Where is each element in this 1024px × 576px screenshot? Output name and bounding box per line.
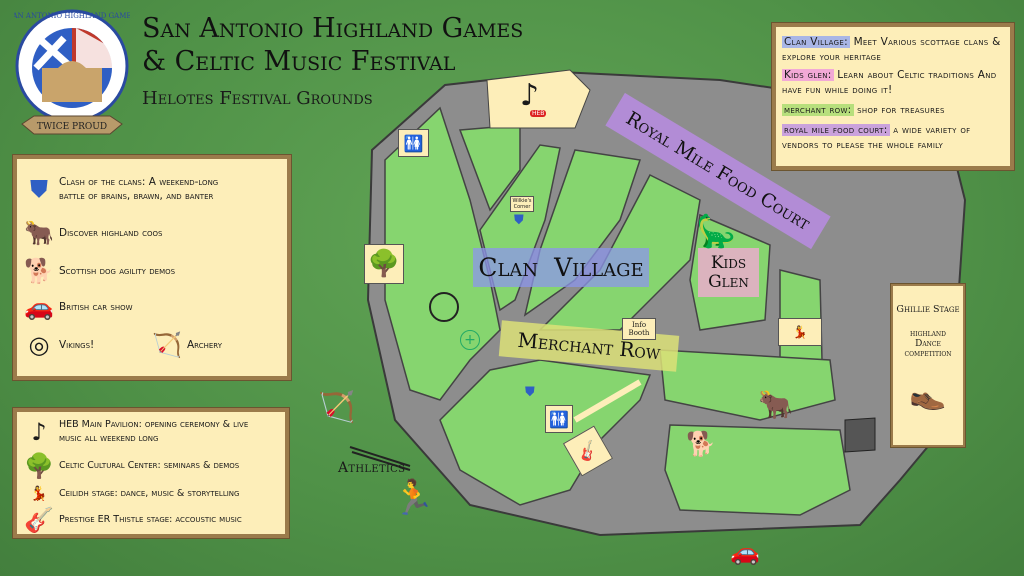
heb-badge: HEB: [530, 110, 547, 117]
ghillie-stage-title: Ghillie Stage: [896, 304, 960, 315]
legend-text: Discover highland coos: [59, 227, 163, 239]
vintage-car-icon: 🚗: [24, 293, 54, 321]
legend-text: music all weekend long: [59, 433, 159, 444]
athletics-label[interactable]: Athletics: [338, 460, 406, 476]
legend-text: battle of brains, brawn, and banter: [59, 190, 214, 202]
festival-logo: TWICE PROUD SAN ANTONIO HIGHLAND GAMES: [8, 6, 136, 140]
vintage-car-marker-icon[interactable]: 🚗: [730, 538, 760, 566]
legend-item-dog-agility: 🐕 Scottish dog agility demos: [23, 255, 175, 287]
legend-item-archery: 🏹 Archery: [151, 329, 222, 361]
legend-text: Ceilidh stage: dance, music & storytelli…: [59, 488, 240, 499]
legend-text: HEB Main Pavilion: opening ceremony & li…: [59, 419, 249, 430]
svg-text:TWICE PROUD: TWICE PROUD: [37, 122, 107, 132]
legend-item-main-pavilion: ♪ HEB Main Pavilion: opening ceremony & l…: [23, 416, 248, 448]
legend-item-ceilidh-stage: 💃 Ceilidh stage: dance, music & storytell…: [23, 478, 239, 510]
first-aid-icon[interactable]: +: [460, 330, 480, 350]
ghillie-line-1: highland: [909, 329, 946, 339]
legend-item-cultural-center: 🌳 Celtic Cultural Center: seminars & demo…: [23, 450, 239, 482]
ghillie-stage-panel[interactable]: Ghillie Stage highland Dance competition…: [891, 284, 965, 447]
info-booth-line-1: Info: [631, 321, 647, 329]
field-merchant-east: [659, 349, 836, 421]
area-desc: Learn about Celtic traditions And have f…: [782, 69, 997, 96]
clan-shield-icon: ⛊: [30, 175, 48, 203]
legend-area-clan-village: Clan Village: Meet Various scottage clan…: [782, 35, 1004, 65]
legend-item-thistle-stage: 🎸 Prestige ER Thistle stage: accoustic mu…: [23, 504, 242, 536]
page-subtitle: Helotes Festival Grounds: [142, 88, 373, 109]
legend-text: Vikings!: [59, 339, 95, 351]
title-line-2: & Celtic Music Festival: [142, 46, 456, 77]
title-line-1: San Antonio Highland Games: [142, 13, 524, 44]
guitar-icon: 🎸: [24, 506, 54, 534]
highland-cow-marker-icon[interactable]: 🐂: [758, 388, 793, 421]
activities-legend: ⛊ Clash of the clans: A weekend-long battl…: [13, 155, 291, 380]
legend-item-highland-coos: 🐂 Discover highland coos: [23, 217, 162, 249]
bagpipes-marker-icon[interactable]: ♪: [520, 78, 540, 113]
ghillie-line-2: Dance: [915, 339, 941, 349]
archer-marker-icon[interactable]: 🏹: [318, 390, 356, 425]
legend-text: Clash of the clans: A weekend-long: [59, 176, 219, 188]
tree-of-life-icon: 🌳: [24, 452, 54, 480]
tree-of-life-marker-icon[interactable]: 🌳: [364, 244, 404, 284]
legend-area-royal-mile: royal mile food court: a wide variety of…: [782, 123, 1004, 153]
main-pavilion-area: [486, 69, 591, 129]
field-west: [384, 106, 501, 401]
kids-glen-line-2: Glen: [708, 271, 749, 292]
viking-shield-icon: ◎: [28, 331, 50, 359]
legend-text: Archery: [187, 339, 222, 351]
area-desc: a wide variety of vendors to please the …: [782, 124, 971, 151]
legend-text: Scottish dog agility demos: [59, 265, 176, 277]
legend-area-kids-glen: Kids glen: Learn about Celtic traditions…: [782, 68, 1004, 98]
area-name: merchant row:: [782, 104, 854, 116]
svg-text:SAN ANTONIO HIGHLAND GAMES: SAN ANTONIO HIGHLAND GAMES: [14, 12, 130, 20]
ceilidh-marker-icon[interactable]: 💃: [778, 318, 822, 346]
clan-village-label[interactable]: Clan Village: [473, 248, 649, 287]
legend-item-car-show: 🚗 British car show: [23, 291, 133, 323]
viking-shield-marker-icon[interactable]: [429, 292, 459, 322]
scottie-dog-marker-icon[interactable]: 🐕: [686, 430, 716, 458]
archer-icon: 🏹: [152, 331, 182, 359]
bridge: [844, 417, 876, 453]
info-booth[interactable]: Info Booth: [622, 318, 656, 340]
restroom-marker-icon[interactable]: 🚻: [398, 129, 429, 157]
stages-legend: ♪ HEB Main Pavilion: opening ceremony & l…: [13, 408, 289, 538]
kids-glen-line-1: Kids: [710, 252, 747, 273]
clan-village-text: Clan Village: [478, 253, 644, 282]
area-desc: shop for treasures: [857, 104, 945, 116]
ghillie-line-3: competition: [904, 349, 952, 359]
page-title: San Antonio Highland Games & Celtic Musi…: [142, 12, 523, 78]
ceilidh-icon: 💃: [30, 486, 48, 502]
areas-legend: Clan Village: Meet Various scottage clan…: [772, 23, 1014, 170]
legend-text: Prestige ER Thistle stage: accoustic mus…: [59, 514, 242, 525]
wilkies-corner[interactable]: Wilkie's Corner: [510, 196, 534, 212]
field-southeast: [664, 424, 851, 516]
legend-text: Celtic Cultural Center: seminars & demos: [59, 460, 240, 471]
legend-area-merchant-row: merchant row: shop for treasures: [782, 103, 1004, 118]
area-name: royal mile food court:: [782, 124, 890, 136]
scottie-dog-icon: 🐕: [24, 257, 54, 285]
area-name: Clan Village:: [782, 36, 850, 48]
nessie-icon: 🦕: [696, 212, 736, 250]
legend-item-clash-of-clans: ⛊ Clash of the clans: A weekend-long battl…: [23, 173, 218, 205]
athlete-icon: 🏃: [392, 478, 435, 518]
wilkies-line-1: Wilkie's: [512, 198, 532, 204]
highland-cow-icon: 🐂: [24, 219, 54, 247]
bagpipes-icon: ♪: [31, 418, 47, 446]
clan-shield-marker-icon[interactable]: ⛊: [514, 213, 524, 228]
legend-text: British car show: [59, 301, 133, 313]
restroom-marker-icon[interactable]: 🚻: [545, 405, 573, 433]
legend-item-vikings: ◎ Vikings!: [23, 329, 95, 361]
wilkies-line-2: Corner: [513, 204, 531, 210]
kids-glen-label[interactable]: Kids Glen: [698, 248, 759, 297]
clan-shield-marker-icon[interactable]: ⛊: [525, 385, 535, 400]
area-desc: Meet Various scottage clans & explore yo…: [782, 36, 1001, 63]
dance-shoes-icon: 👞: [909, 377, 947, 412]
area-name: Kids glen:: [782, 69, 834, 81]
info-booth-line-2: Booth: [628, 329, 650, 337]
